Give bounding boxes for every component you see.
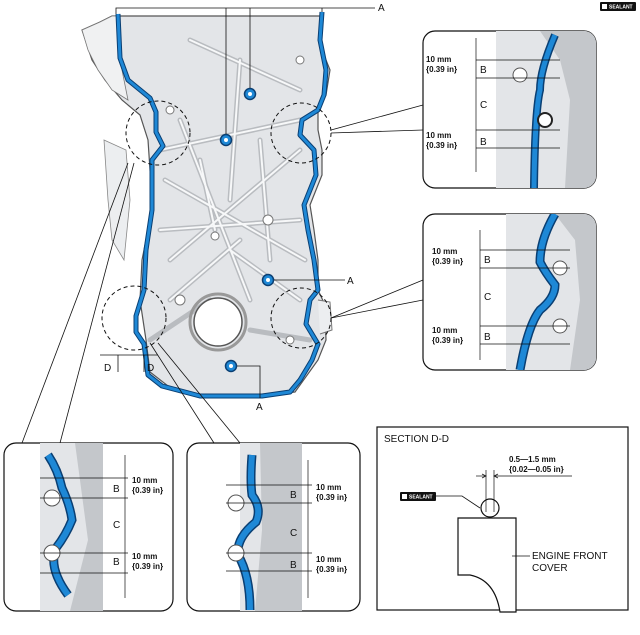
label-a-middle: A xyxy=(347,276,354,287)
detail-panel-lower-left: 10 mm {0.39 in} 10 mm {0.39 in} B C B xyxy=(3,442,174,612)
svg-text:{0.39 in}: {0.39 in} xyxy=(426,65,457,74)
section-title: SECTION D-D xyxy=(384,434,449,445)
detail-circle-lower-left xyxy=(101,285,167,351)
svg-text:10 mm: 10 mm xyxy=(432,247,457,256)
svg-text:B: B xyxy=(484,255,491,266)
sealant-badge-text: SEALANT xyxy=(609,5,633,11)
label-a-bottom: A xyxy=(256,402,263,413)
sealant-badge: SEALANT xyxy=(600,2,636,11)
svg-text:B: B xyxy=(480,137,487,148)
svg-text:{0.39 in}: {0.39 in} xyxy=(432,336,463,345)
section-bead xyxy=(480,498,500,518)
svg-text:B: B xyxy=(484,332,491,343)
svg-text:{0.39 in}: {0.39 in} xyxy=(132,562,163,571)
cover-right-bracket xyxy=(317,299,333,335)
cover-left-flange xyxy=(81,15,129,101)
label-d-right: D xyxy=(147,363,154,374)
dimension-lines xyxy=(475,38,560,172)
svg-text:{0.39 in}: {0.39 in} xyxy=(132,486,163,495)
cover-left-boss xyxy=(103,139,131,262)
sealant-points-a xyxy=(219,87,275,373)
section-gap-dimension xyxy=(476,470,572,512)
svg-text:C: C xyxy=(484,292,491,303)
dimension-lines xyxy=(479,230,570,360)
svg-text:B: B xyxy=(290,490,297,501)
detail-panel-middle-right: 10 mm {0.39 in} 10 mm {0.39 in} B C B xyxy=(422,213,597,371)
svg-text:B: B xyxy=(480,65,487,76)
label-d-left: D xyxy=(104,363,111,374)
svg-text:{0.39 in}: {0.39 in} xyxy=(432,257,463,266)
svg-text:10 mm: 10 mm xyxy=(426,131,451,140)
detail-circle-upper-left xyxy=(125,100,191,166)
callout-connectors xyxy=(21,104,424,444)
svg-text:{0.39 in}: {0.39 in} xyxy=(316,565,347,574)
part-label-line2: COVER xyxy=(532,563,568,574)
crankshaft-boss xyxy=(188,292,248,352)
svg-text:{0.39 in}: {0.39 in} xyxy=(426,141,457,150)
svg-text:B: B xyxy=(290,560,297,571)
section-gap-mm: 0.5—1.5 mm xyxy=(509,455,556,464)
label-a-top: A xyxy=(378,3,385,14)
detail-panel-lower-middle: 10 mm {0.39 in} 10 mm {0.39 in} B C B xyxy=(186,442,361,612)
svg-text:10 mm: 10 mm xyxy=(132,476,157,485)
dimension-lines xyxy=(40,455,128,598)
svg-text:10 mm: 10 mm xyxy=(132,552,157,561)
svg-text:B: B xyxy=(113,484,120,495)
engine-front-cover xyxy=(81,11,333,399)
cover-rib-highlights xyxy=(159,39,306,301)
section-gap-in: {0.02—0.05 in} xyxy=(509,465,564,474)
section-sealant-tube: SEALANT xyxy=(400,492,481,509)
section-cover-profile xyxy=(457,517,517,613)
leaders-a xyxy=(115,7,375,398)
svg-text:C: C xyxy=(480,100,487,111)
svg-text:SEALANT: SEALANT xyxy=(409,495,433,501)
section-line-d xyxy=(100,354,158,372)
svg-text:C: C xyxy=(290,528,297,539)
dimension-lines xyxy=(226,460,312,598)
svg-text:{0.39 in}: {0.39 in} xyxy=(316,493,347,502)
svg-text:B: B xyxy=(113,557,120,568)
svg-text:10 mm: 10 mm xyxy=(432,326,457,335)
detail-panel-upper-right: 10 mm {0.39 in} 10 mm {0.39 in} B C B xyxy=(422,30,597,189)
svg-text:C: C xyxy=(113,520,120,531)
crankshaft-opening xyxy=(193,297,243,347)
part-label-line1: ENGINE FRONT xyxy=(532,551,608,562)
sealant-bead xyxy=(116,11,328,398)
svg-text:10 mm: 10 mm xyxy=(316,555,341,564)
cover-bolt-holes xyxy=(165,55,305,345)
section-dd-panel: SECTION D-D 0.5—1.5 mm {0.02—0.05 in} SE… xyxy=(376,426,629,613)
svg-text:10 mm: 10 mm xyxy=(316,483,341,492)
svg-text:10 mm: 10 mm xyxy=(426,55,451,64)
